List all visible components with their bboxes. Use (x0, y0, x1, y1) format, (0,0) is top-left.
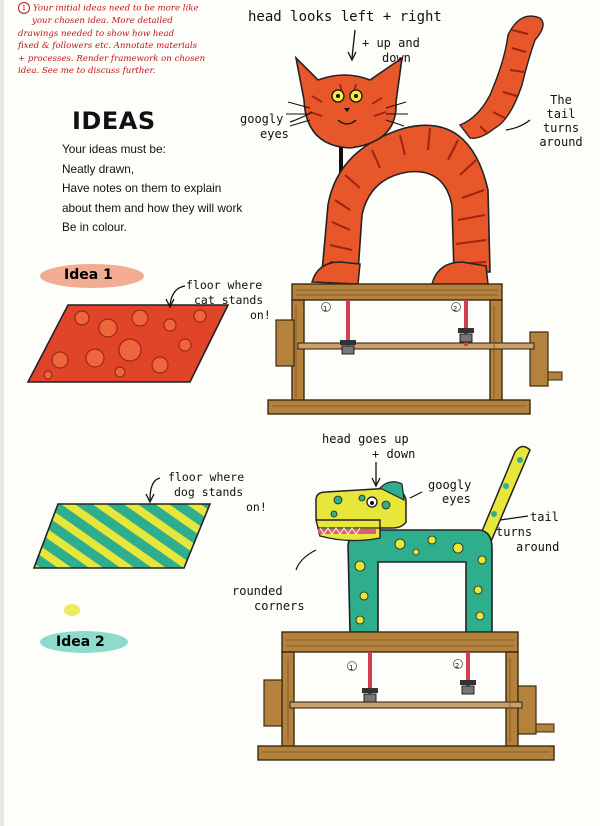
cat-up-down-note: + up and down (362, 36, 420, 65)
dog-mechanism-frame (257, 631, 555, 761)
brief-point: Be in colour. (62, 220, 127, 234)
page-title: IDEAS (72, 107, 156, 135)
brief-intro: Your ideas must be: (62, 142, 166, 156)
note-line: idea. See me to discuss further. (18, 66, 156, 77)
dog-eyes-note: googly eyes (428, 478, 472, 506)
cat-tail-note: The tail turns around (539, 93, 583, 149)
cat-follower-2-number: 2 (453, 305, 458, 313)
dog-follower-1-number: 1 (349, 664, 354, 672)
dog-floor-note: floor where dog stands on! (168, 470, 267, 514)
dog-corners-note: rounded corners (232, 584, 305, 613)
dog-tail-note: tail turns around (496, 510, 560, 554)
cat-floor-swatch (26, 304, 230, 383)
brief-point: Neatly drawn, (62, 161, 135, 176)
idea1-label: Idea 1 (64, 267, 113, 283)
dog-head-note: head goes up + down (322, 432, 416, 461)
cat-follower-1-number: 1 (323, 305, 328, 313)
brief-requirements: Your ideas must be: Neatly drawn, Have n… (62, 140, 242, 238)
cat-model (286, 15, 544, 285)
brief-point: Have notes on them to explain (62, 181, 222, 195)
cat-eyes-note: googly eyes (240, 112, 289, 141)
idea2-yellow-dot (64, 604, 80, 616)
dog-model (315, 445, 531, 633)
cat-head-note: head looks left + right (248, 9, 442, 25)
note-number: 1 (18, 2, 30, 14)
dog-follower-2-number: 2 (455, 662, 460, 670)
note-line: fixed & followers etc. Annotate material… (18, 41, 198, 52)
brief-point: about them and how they will work (62, 200, 243, 215)
cat-mechanism-frame (267, 283, 563, 415)
note-line: drawings needed to show how head (18, 28, 175, 39)
note-line: Your initial ideas need to be more like (33, 3, 199, 14)
idea2-highlight (40, 631, 128, 653)
idea2-label: Idea 2 (56, 634, 105, 650)
dog-floor-swatch (32, 503, 212, 569)
note-line: your chosen idea. More detailed (32, 16, 173, 27)
note-line: + processes. Render framework on chosen (18, 53, 206, 64)
cat-floor-note: floor where cat stands on! (186, 278, 271, 322)
idea1-highlight (40, 264, 144, 288)
